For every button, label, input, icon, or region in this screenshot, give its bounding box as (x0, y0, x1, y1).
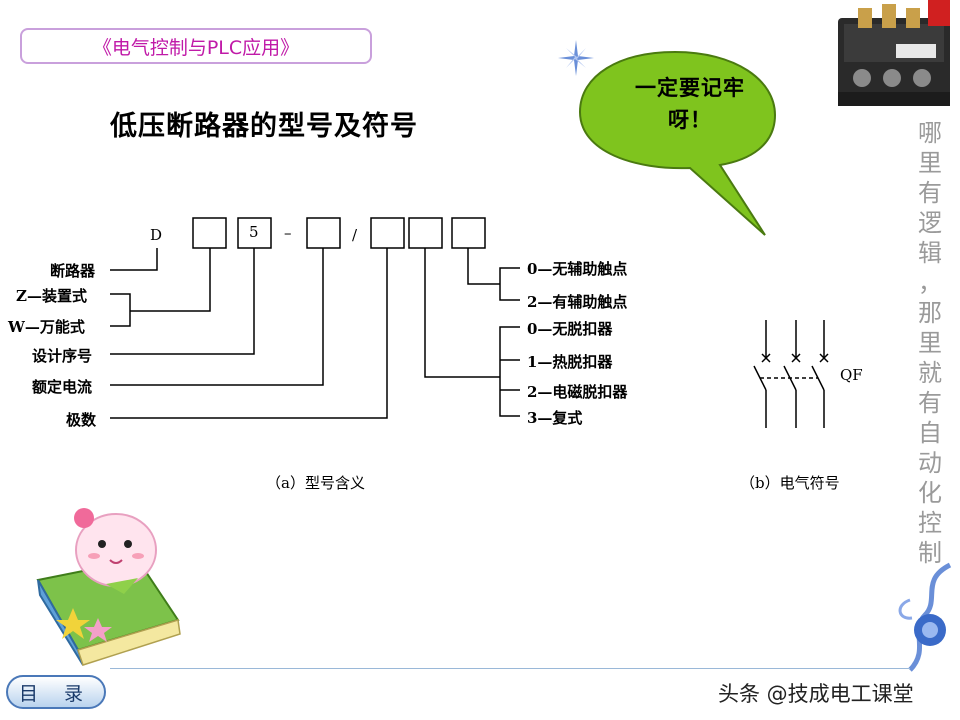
mascot-book-image (36, 508, 181, 666)
sparkle-icon (558, 40, 594, 76)
decorative-scroll-ornament (898, 562, 952, 672)
label-breaker: 断路器 (50, 262, 96, 280)
label-aux-2: 2—有辅助触点 (527, 293, 628, 311)
caption-a: （a）型号含义 (266, 474, 365, 492)
table-of-contents-button[interactable]: 目 录 (6, 675, 106, 709)
label-rated-current: 额定电流 (32, 378, 93, 396)
label-aux-0: 0—无辅助触点 (527, 260, 628, 278)
footer-divider (110, 668, 910, 669)
label-release-3: 3—复式 (527, 409, 583, 427)
prefix-d: D (150, 226, 163, 244)
label-z-type: Z—装置式 (16, 287, 87, 305)
label-design-no: 设计序号 (32, 347, 93, 365)
dash-separator: – (284, 224, 292, 242)
caption-b: （b）电气符号 (740, 474, 840, 492)
box2-digit: 5 (249, 223, 259, 241)
slash-separator: / (352, 226, 358, 244)
course-title-tag: 《电气控制与PLC应用》 (20, 28, 372, 64)
vertical-slogan: 哪里有 逻辑， 那里就 有自动 化控制 (918, 119, 942, 567)
label-poles: 极数 (66, 411, 97, 429)
speech-bubble (578, 50, 777, 236)
thermal-relay-image (838, 0, 950, 106)
bubble-text: 一定要记牢 呀！ (635, 75, 745, 132)
symbol-qf: QF (840, 366, 863, 384)
label-release-1: 1—热脱扣器 (527, 353, 613, 371)
source-watermark: 头条 @技成电工课堂 (718, 682, 914, 706)
slide-title: 低压断路器的型号及符号 (110, 111, 418, 142)
label-w-type: W—万能式 (8, 318, 85, 336)
label-release-0: 0—无脱扣器 (527, 320, 613, 338)
label-release-2: 2—电磁脱扣器 (527, 383, 628, 401)
